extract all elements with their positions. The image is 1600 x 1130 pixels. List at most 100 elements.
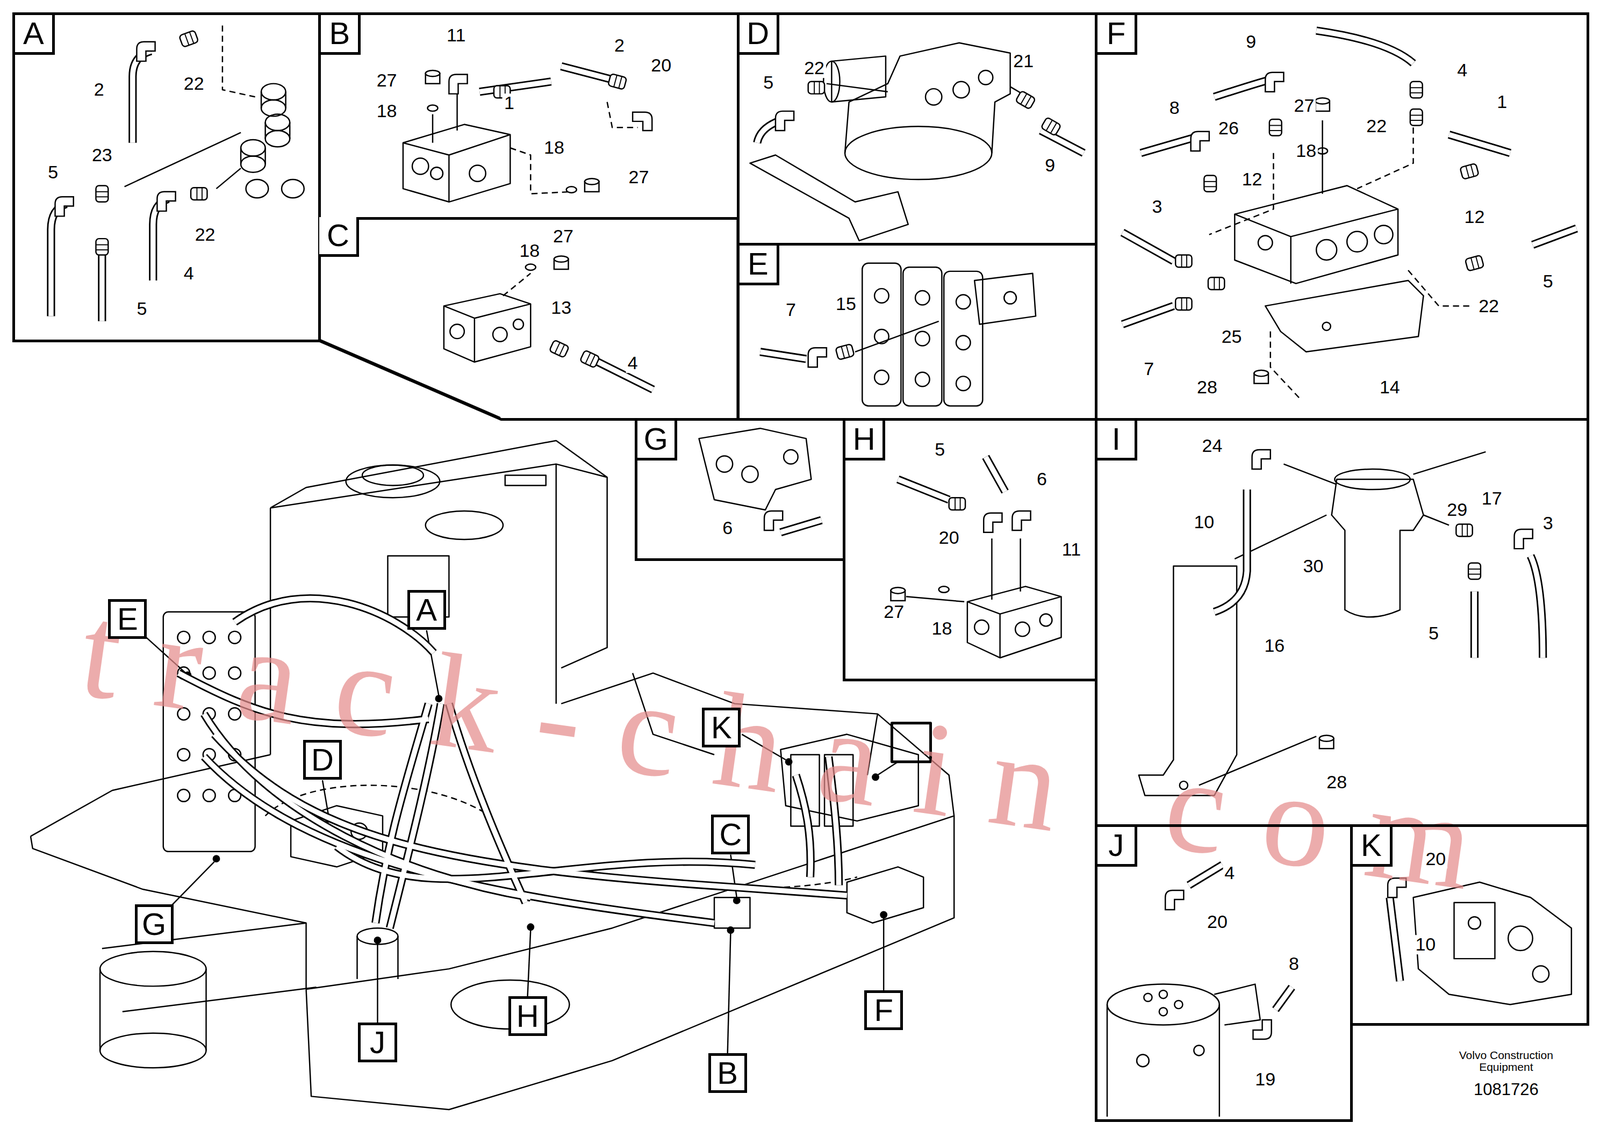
- callout-number: 23: [90, 145, 114, 165]
- callout-box: H: [508, 996, 548, 1037]
- callout-number: 4: [626, 353, 640, 373]
- panel-letter: C: [319, 217, 360, 257]
- callout-number: 18: [542, 138, 566, 158]
- callout-number: 7: [1142, 359, 1156, 379]
- panel-border: [319, 218, 738, 420]
- panel-letter: H: [845, 420, 886, 461]
- callout-box: G: [134, 904, 174, 945]
- callout-number: 8: [1167, 98, 1182, 118]
- callout-box: B: [708, 1053, 748, 1094]
- callout-number: 22: [182, 74, 206, 94]
- callout-box: C: [711, 814, 750, 855]
- callout-number: 28: [1324, 772, 1349, 793]
- callout-number: 14: [1378, 378, 1402, 398]
- callout-letter: G: [141, 908, 167, 941]
- panel-letter: G: [637, 420, 678, 461]
- callout-number: 11: [1060, 540, 1083, 561]
- callout-number: 12: [1240, 169, 1265, 190]
- callout-number: 22: [1364, 117, 1389, 137]
- callout-number: 28: [1195, 378, 1219, 398]
- watermark: track-chain.com: [73, 579, 1519, 921]
- callout-number: 11: [445, 26, 468, 46]
- callout-number: 1: [502, 93, 516, 113]
- callout-letter: C: [719, 819, 742, 851]
- callout-number: 27: [551, 227, 576, 247]
- callout-number: 24: [1200, 436, 1225, 456]
- callout-number: 8: [1287, 954, 1301, 974]
- callout-number: 22: [802, 58, 827, 78]
- panel-letter: I: [1097, 420, 1138, 461]
- callout-number: 25: [1220, 327, 1244, 347]
- callout-number: 15: [834, 294, 858, 314]
- callout-number: 1: [1495, 92, 1509, 112]
- callout-number: 5: [1541, 271, 1555, 292]
- detail-panel: F: [1094, 12, 1590, 422]
- detail-parts: [124, 25, 1572, 1117]
- callout-number: 17: [1480, 489, 1504, 509]
- panel-letter: J: [1097, 827, 1138, 867]
- callout-number: 5: [1426, 623, 1441, 644]
- detail-panel: D: [736, 12, 1098, 246]
- callout-number: 2: [612, 36, 627, 56]
- callout-number: 21: [1011, 51, 1036, 71]
- callout-box: E: [108, 599, 147, 640]
- callout-box: K: [701, 707, 741, 748]
- maker-name: Volvo Construction Equipment: [1442, 1049, 1570, 1073]
- callout-number: 10: [1413, 935, 1438, 955]
- callout-number: 5: [933, 440, 947, 460]
- callout-number: 27: [1292, 96, 1316, 117]
- callout-letter: E: [117, 603, 139, 635]
- callout-number: 27: [881, 602, 906, 622]
- callout-number: 10: [1192, 512, 1216, 533]
- callout-number: 6: [720, 519, 735, 539]
- callout-letter: K: [711, 712, 733, 744]
- callout-number: 18: [517, 241, 542, 261]
- callout-letter: D: [311, 744, 334, 776]
- callout-number: 3: [1541, 513, 1555, 534]
- callout-number: 3: [1150, 197, 1165, 218]
- detail-panel: K: [1350, 824, 1590, 1026]
- callout-number: 6: [1035, 469, 1049, 490]
- callout-number: 5: [46, 162, 60, 183]
- callout-number: 18: [375, 101, 399, 121]
- callout-number: 2: [92, 80, 106, 100]
- callout-number: 22: [193, 225, 218, 245]
- callout-number: 29: [1445, 500, 1469, 520]
- callout-number: 13: [549, 298, 573, 319]
- panel-letter: B: [320, 15, 361, 55]
- callout-number: 22: [1476, 296, 1501, 317]
- callout-number: 5: [761, 73, 776, 93]
- detail-panel: G: [634, 418, 846, 561]
- callout-number: 7: [784, 300, 798, 320]
- fittings: [55, 30, 1533, 1040]
- callout-number: 18: [929, 619, 954, 639]
- callout-letter: A: [415, 594, 437, 626]
- panel-letter: A: [15, 15, 55, 55]
- callout-number: 20: [649, 55, 673, 76]
- callout-number: 27: [627, 168, 651, 188]
- hose-outlines: [51, 30, 1577, 1010]
- detail-panel: H: [842, 418, 1098, 681]
- callout-number: 4: [182, 263, 196, 284]
- callout-number: 30: [1301, 556, 1326, 577]
- hose-fill: [51, 30, 1577, 1010]
- panel-letter: F: [1097, 15, 1138, 55]
- callout-letter: F: [873, 994, 893, 1026]
- callout-number: 9: [1043, 155, 1057, 176]
- callout-number: 4: [1222, 863, 1237, 884]
- callout-box: A: [407, 590, 447, 630]
- callout-number: 20: [937, 528, 961, 548]
- callout-number: 20: [1423, 849, 1448, 870]
- callout-number: 27: [375, 70, 399, 91]
- callout-number: 16: [1262, 636, 1287, 656]
- callout-letter: B: [716, 1057, 738, 1089]
- drawing-number: 1081726: [1472, 1080, 1541, 1099]
- callout-number: 12: [1462, 207, 1487, 228]
- panel-letter: K: [1352, 827, 1393, 867]
- callout-letter: J: [369, 1027, 386, 1059]
- detail-panel: I: [1094, 418, 1590, 828]
- callout-number: 26: [1216, 118, 1241, 139]
- panel-letter: D: [739, 15, 780, 55]
